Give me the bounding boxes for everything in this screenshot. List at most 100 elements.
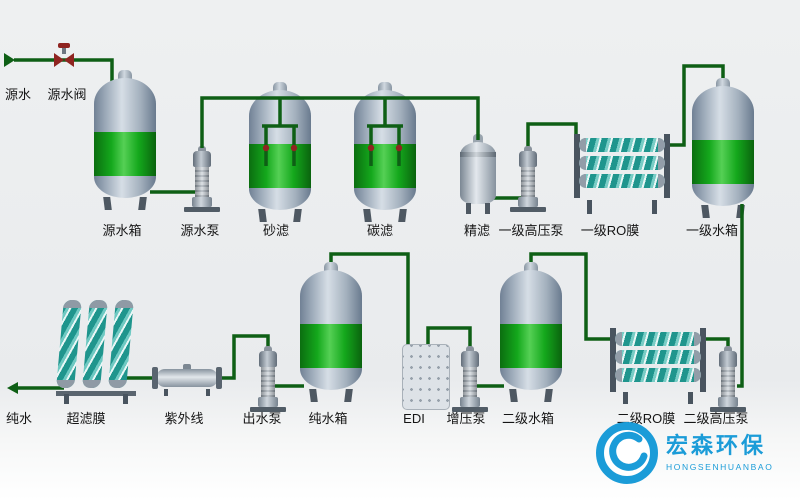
pump-motor	[259, 351, 277, 367]
label-edi: EDI	[403, 411, 425, 426]
pump-cap	[524, 146, 532, 151]
tank-leg	[344, 389, 353, 402]
pump-column	[195, 167, 209, 197]
tank-shell	[94, 78, 156, 198]
uv-fitting	[183, 364, 191, 370]
pump-motor	[461, 351, 479, 367]
source-pump	[184, 146, 220, 212]
pump-column	[721, 367, 735, 397]
tank-band	[249, 144, 311, 188]
tank-cap	[273, 82, 287, 93]
vessel-clamp	[460, 152, 496, 157]
ro-leg	[652, 200, 657, 214]
tank-cap	[716, 78, 730, 89]
tank-leg	[103, 197, 112, 210]
stage2-ro-membrane-rack	[610, 328, 706, 404]
tank-cap	[118, 70, 132, 81]
uv-leg	[206, 389, 210, 396]
label-pure-tank: 纯水箱	[308, 411, 348, 426]
pump-column	[521, 167, 535, 197]
uv-sterilizer	[150, 364, 224, 396]
tank-shell	[354, 90, 416, 210]
pipe-pump-to-filters	[200, 96, 480, 148]
pump-motor	[519, 151, 537, 167]
ro-membrane-tube	[615, 332, 701, 346]
label-uv-sterilizer: 紫外线	[164, 411, 204, 426]
tank-leg	[258, 209, 267, 222]
tank-leg	[509, 389, 518, 402]
vessel-leg	[485, 203, 490, 214]
logo-mark-icon	[596, 422, 658, 484]
tank-leg	[363, 209, 372, 222]
stage1-water-tank	[692, 78, 754, 218]
uf-leg	[123, 394, 128, 404]
carbon-filter-tank	[354, 82, 416, 222]
pump-head	[518, 197, 538, 207]
pump-head	[192, 197, 212, 207]
stage2-hp-pump	[710, 346, 746, 412]
label-stage1-ro: 一级RO膜	[580, 223, 640, 238]
logo-swirl	[609, 431, 648, 471]
ro-leg	[623, 392, 628, 404]
pump-head	[718, 397, 738, 407]
tank-band	[94, 132, 156, 176]
pump-column	[261, 367, 275, 397]
tank-leg	[293, 209, 302, 222]
tank-leg	[138, 197, 147, 210]
label-stage2-tank: 二级水箱	[501, 411, 554, 426]
tank-band	[300, 324, 362, 368]
pump-cap	[198, 146, 206, 151]
label-sand-filter: 砂滤	[262, 223, 289, 238]
pump-motor	[193, 151, 211, 167]
edi-module	[402, 344, 450, 410]
logo-name: 宏森环保	[666, 433, 767, 459]
pump-cap	[724, 346, 732, 351]
label-booster-pump: 增压泵	[446, 411, 486, 426]
ro-membrane-tube	[579, 156, 665, 170]
stage1-ro-membrane-rack	[574, 134, 670, 214]
pump-base	[250, 407, 286, 412]
tank-band	[500, 324, 562, 368]
pure-water-tank	[300, 262, 362, 402]
ro-membrane-tube	[615, 350, 701, 364]
ro-leg	[587, 200, 592, 214]
pump-base	[710, 407, 746, 412]
uf-leg	[64, 394, 69, 404]
pump-column	[463, 367, 477, 397]
pump-cap	[466, 346, 474, 351]
label-source-water: 源水	[4, 87, 31, 102]
tank-shell	[692, 86, 754, 206]
tank-leg	[736, 205, 745, 218]
tank-shell	[300, 270, 362, 390]
label-stage1-hp-pump: 一级高压泵	[498, 223, 564, 238]
ro-frame	[610, 328, 616, 392]
outlet-arrow-icon	[7, 382, 18, 394]
tank-leg	[398, 209, 407, 222]
uf-membrane-tube	[108, 300, 134, 388]
pump-head	[258, 397, 278, 407]
label-pure-water: 纯水	[5, 411, 32, 426]
vessel-leg	[466, 203, 471, 214]
uv-leg	[164, 389, 168, 396]
ro-membrane-tube	[579, 138, 665, 152]
label-uf-membrane: 超滤膜	[66, 411, 106, 426]
pump-motor	[719, 351, 737, 367]
pump-cap	[264, 346, 272, 351]
uf-membrane-tube	[56, 300, 82, 388]
tank-cap	[524, 262, 538, 273]
uf-membrane-tube	[82, 300, 108, 388]
tank-leg	[309, 389, 318, 402]
stage1-hp-pump	[510, 146, 546, 212]
ro-leg	[688, 392, 693, 404]
uf-membrane-rack	[56, 296, 136, 404]
inlet-arrow-icon	[4, 53, 15, 67]
company-logo: 宏森环保 HONGSENHUANBAO	[592, 418, 773, 488]
uv-flange	[152, 367, 158, 389]
outlet-pump	[250, 346, 286, 412]
label-stage2-ro: 二级RO膜	[616, 411, 676, 426]
ro-membrane-tube	[579, 174, 665, 188]
ro-membrane-tube	[615, 368, 701, 382]
label-outlet-pump: 出水泵	[242, 411, 282, 426]
label-source-pump: 源水泵	[180, 223, 220, 238]
